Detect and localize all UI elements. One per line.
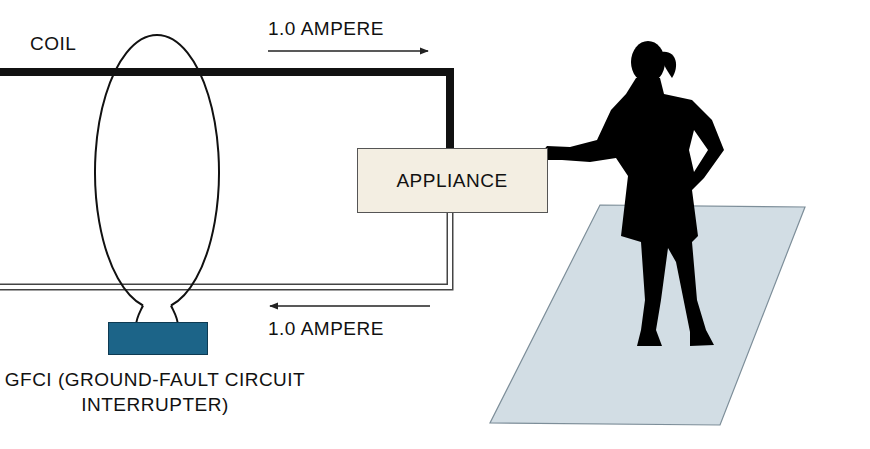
current-arrow [268,50,428,51]
current-arrow [270,305,430,306]
neutral-wire [0,213,450,287]
neutral-wire-outline [0,213,450,287]
sensing-coil [95,35,219,305]
gfci-device: GFCI (GROUND-FAULT CIRCUIT INTERRUPTER) [0,322,310,417]
current-label: 1.0 AMPERE [268,318,384,340]
gfci-box [108,322,208,355]
coil-label: COIL [30,33,76,55]
appliance-label: APPLIANCE [396,168,507,193]
hot-wire [0,72,450,148]
appliance-box: APPLIANCE [357,148,548,213]
gfci-label: GFCI (GROUND-FAULT CIRCUIT INTERRUPTER) [0,367,310,417]
current-label: 1.0 AMPERE [268,18,384,40]
person-silhouette [541,41,724,346]
